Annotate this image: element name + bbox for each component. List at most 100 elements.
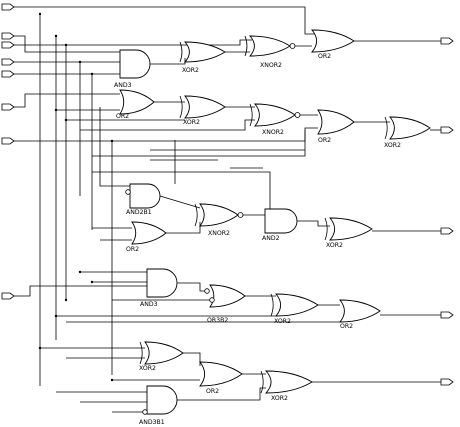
xor-input-arc — [179, 41, 183, 63]
gate-xor — [260, 370, 313, 394]
wire-junction — [90, 280, 94, 284]
gate-label: OR2 — [206, 388, 219, 395]
gate-body — [144, 341, 184, 365]
input-inversion-bubble — [209, 297, 215, 303]
wire — [80, 119, 255, 131]
gate-body — [389, 116, 431, 140]
gate-body — [184, 41, 226, 63]
input-port — [1, 58, 15, 66]
gate-layer — [119, 29, 431, 415]
gate-and — [146, 268, 178, 298]
input-port — [1, 32, 15, 40]
xor-input-arc — [249, 103, 253, 127]
gate-body — [209, 284, 246, 308]
gate-label: AND3 — [140, 301, 158, 308]
gate-xor — [179, 41, 226, 63]
wire — [183, 352, 201, 366]
xor-input-arc — [244, 35, 248, 57]
gate-label: AND3 — [114, 82, 132, 89]
input-port — [1, 103, 15, 111]
gate-body — [249, 35, 291, 57]
output-port — [440, 227, 454, 235]
gate-or — [131, 221, 167, 245]
gate-and — [129, 183, 161, 209]
gate-label: AND3B1 — [139, 419, 165, 426]
gate-body — [317, 109, 355, 135]
wire-junction — [38, 346, 42, 350]
gate-body — [199, 361, 243, 387]
gate-or — [317, 109, 355, 135]
wire — [297, 220, 330, 227]
wire — [99, 107, 130, 187]
gate-label: XNOR2 — [262, 129, 284, 136]
wire — [159, 195, 201, 209]
xor-input-arc — [179, 95, 183, 119]
gate-body — [131, 221, 167, 245]
wire-junction — [64, 118, 68, 122]
gate-label: XOR2 — [271, 395, 288, 402]
input-inversion-bubble — [125, 189, 131, 195]
gate-label: XOR2 — [182, 67, 199, 74]
output-port — [440, 126, 454, 134]
wire-junction — [78, 60, 82, 64]
wire — [14, 39, 252, 46]
wire — [92, 171, 271, 209]
gate-label: XOR2 — [274, 318, 291, 325]
gate-label: AND2 — [262, 235, 280, 242]
input-port — [1, 70, 15, 78]
wire-junction — [64, 43, 68, 47]
gate-label: XNOR2 — [260, 62, 282, 69]
gate-body — [311, 29, 355, 53]
input-port — [1, 41, 15, 49]
gate-xnor — [194, 203, 244, 227]
gate-label: XOR2 — [384, 142, 401, 149]
gate-body — [275, 293, 319, 317]
wire-junction — [110, 378, 114, 382]
gate-xor — [139, 341, 184, 365]
gate-or — [199, 361, 243, 387]
xor-input-arc — [270, 293, 274, 317]
gate-or — [209, 284, 246, 308]
xor-input-arc — [324, 217, 328, 241]
wire-junction — [54, 314, 58, 318]
output-port — [440, 378, 454, 386]
gate-label: OR3B2 — [207, 317, 228, 324]
gate-body — [184, 95, 226, 119]
input-port — [1, 292, 15, 300]
gate-xor — [270, 293, 319, 317]
input-port — [1, 137, 15, 145]
inversion-bubble — [294, 112, 301, 118]
gate-body — [329, 217, 373, 241]
wire-junction — [64, 298, 68, 302]
gate-label-layer: AND3XOR2XNOR2OR2OR2XOR2XNOR2OR2XOR2AND2B… — [114, 53, 401, 426]
wire — [150, 58, 186, 65]
gate-body — [146, 385, 178, 415]
input-port — [1, 3, 15, 11]
gate-xor — [324, 217, 373, 241]
wire — [166, 222, 201, 234]
gate-body — [254, 103, 296, 127]
gate-label: XOR2 — [183, 119, 200, 126]
wire — [14, 93, 120, 108]
gate-body — [199, 203, 239, 227]
wire-layer — [14, 6, 441, 413]
gate-or — [311, 29, 355, 53]
gate-body — [119, 49, 151, 79]
gate-label: AND2B1 — [126, 209, 152, 216]
wire — [92, 130, 306, 157]
wire — [14, 35, 120, 53]
port-layer — [1, 3, 454, 386]
gate-label: XOR2 — [139, 365, 156, 372]
gate-and — [264, 208, 298, 234]
input-inversion-bubble — [142, 409, 148, 415]
gate-body — [129, 183, 161, 209]
output-port — [440, 311, 454, 319]
xor-input-arc — [260, 370, 264, 394]
gate-label: OR2 — [318, 137, 331, 144]
wire — [14, 285, 147, 297]
gate-label: XNOR2 — [208, 230, 230, 237]
gate-label: OR2 — [126, 246, 139, 253]
gate-body — [146, 268, 178, 298]
wire-junction — [54, 108, 58, 112]
